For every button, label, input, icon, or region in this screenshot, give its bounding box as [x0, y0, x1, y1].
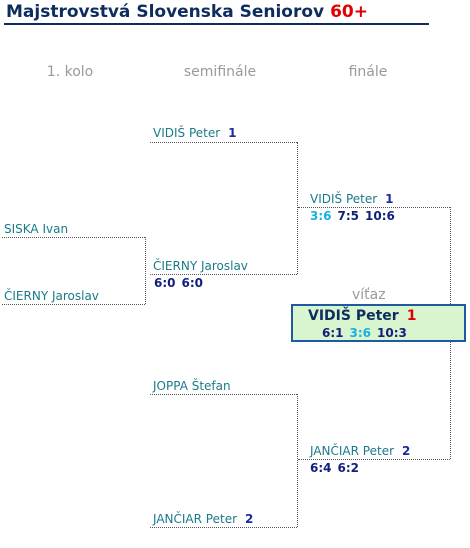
- winner-label: víťaz: [352, 287, 386, 303]
- round1-player-2[interactable]: ČIERNY Jaroslav: [4, 289, 99, 303]
- semi-connector-bottom: [297, 394, 298, 527]
- round-header-1: 1. kolo: [46, 64, 94, 80]
- score: 6:1: [322, 326, 344, 340]
- round1-line-2: [2, 304, 145, 305]
- semi-line-2: [150, 274, 297, 275]
- score: 6:0: [181, 276, 204, 290]
- final-line-2: [298, 459, 450, 460]
- semi-connector-top: [297, 142, 298, 274]
- score: 10:6: [365, 209, 395, 223]
- semi-player-4-seed: 2: [245, 512, 254, 526]
- score: 3:6: [310, 209, 332, 223]
- round1-line-1: [2, 237, 145, 238]
- final-player-2-scores: 6:4 6:2: [310, 461, 365, 475]
- semi-player-1[interactable]: VIDIŠ Peter 1: [153, 126, 237, 140]
- title-accent: 60+: [330, 2, 368, 22]
- score: 7:5: [337, 209, 360, 223]
- final-player-1-scores: 3:6 7:5 10:6: [310, 209, 401, 223]
- semi-line-4: [150, 527, 297, 528]
- semi-player-4[interactable]: JANČIAR Peter 2: [153, 512, 253, 526]
- semi-player-2[interactable]: ČIERNY Jaroslav: [153, 259, 248, 273]
- semi-player-1-seed: 1: [228, 126, 237, 140]
- final-connector-top: [450, 207, 451, 304]
- semi-line-1: [150, 142, 297, 143]
- page-title: Majstrovstvá Slovenska Seniorov 60+: [6, 2, 368, 22]
- final-player-2-name: JANČIAR Peter: [310, 444, 395, 458]
- score: 6:4: [310, 461, 332, 475]
- score: 10:3: [377, 326, 407, 340]
- round1-connector: [145, 237, 146, 304]
- score: 3:6: [349, 326, 372, 340]
- title-underline: [4, 23, 429, 25]
- final-player-1-name: VIDIŠ Peter: [310, 192, 378, 206]
- winner-seed: 1: [406, 308, 417, 324]
- semi-player-4-name: JANČIAR Peter: [153, 512, 238, 526]
- final-line-1: [298, 207, 450, 208]
- winner-name: VIDIŠ Peter 1: [308, 308, 416, 324]
- round1-player-1[interactable]: SISKA Ivan: [4, 222, 69, 236]
- final-player-2[interactable]: JANČIAR Peter 2: [310, 444, 410, 458]
- winner-scores: 6:1 3:6 10:3: [322, 326, 413, 340]
- title-main: Majstrovstvá Slovenska Seniorov: [6, 2, 325, 22]
- semi-player-3[interactable]: JOPPA Štefan: [153, 379, 231, 393]
- score: 6:2: [337, 461, 360, 475]
- semi-line-3: [150, 394, 297, 395]
- round-header-semis: semifinále: [183, 64, 257, 80]
- final-player-1[interactable]: VIDIŠ Peter 1: [310, 192, 394, 206]
- score: 6:0: [154, 276, 176, 290]
- winner-name-text: VIDIŠ Peter: [308, 308, 399, 324]
- final-connector-bottom: [450, 342, 451, 459]
- semi-player-1-name: VIDIŠ Peter: [153, 126, 221, 140]
- winner-box[interactable]: VIDIŠ Peter 1 6:1 3:6 10:3: [291, 304, 466, 342]
- final-player-1-seed: 1: [385, 192, 394, 206]
- round-header-final: finále: [348, 64, 388, 80]
- final-player-2-seed: 2: [402, 444, 411, 458]
- semi-player-2-scores: 6:0 6:0: [154, 276, 209, 290]
